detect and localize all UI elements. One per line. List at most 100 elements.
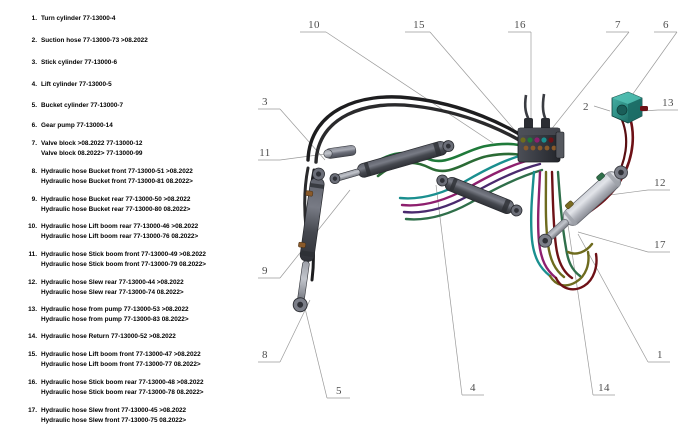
legend-line: Valve block >08.2022 77-13000-12	[41, 140, 143, 147]
legend-item-label: Hydraulic hose Stick boom rear 77-13000-…	[41, 378, 204, 397]
legend-item-number: 7.	[31, 140, 37, 147]
stick-boom-cylinder[interactable]	[435, 172, 525, 219]
callout-10[interactable]: 10	[308, 19, 320, 31]
legend-line: Hydraulic hose Bucket front 77-13000-51 …	[41, 168, 193, 175]
callout-12[interactable]: 12	[654, 177, 666, 189]
legend-item-label: Hydraulic hose from pump 77-13000-53 >08…	[41, 305, 189, 324]
hose-darkred-down	[550, 170, 574, 280]
legend-item[interactable]: 8. Hydraulic hose Bucket front 77-13000-…	[18, 167, 250, 186]
callout-3[interactable]: 3	[262, 96, 268, 108]
callout-13[interactable]: 13	[662, 97, 674, 109]
legend-line: Lift cylinder 77-13000-5	[41, 81, 112, 88]
gear-pump-side-face	[628, 98, 642, 123]
callout-1[interactable]: 1	[657, 349, 663, 361]
callout-17[interactable]: 17	[654, 239, 666, 251]
legend-line: Bucket cylinder 77-13000-7	[41, 102, 124, 109]
leader-lines	[258, 31, 678, 399]
callout-14[interactable]: 14	[598, 382, 610, 394]
leader-line-7b	[549, 31, 630, 132]
legend-item-number: 15.	[28, 351, 37, 358]
callout-4[interactable]: 4	[470, 382, 476, 394]
legend-item[interactable]: 9. Hydraulic hose Bucket rear 77-13000-5…	[18, 195, 250, 214]
turn-cylinder-port-rear	[565, 200, 574, 209]
callout-15[interactable]: 15	[413, 19, 425, 31]
legend-item[interactable]: 16. Hydraulic hose Stick boom rear 77-13…	[18, 378, 250, 397]
hose-upper-inner	[314, 103, 534, 164]
legend-item[interactable]: 6. Gear pump 77-13000-14	[18, 121, 250, 131]
legend-line: Hydraulic hose Bucket front 77-13000-81 …	[41, 177, 193, 185]
callout-11[interactable]: 11	[259, 147, 270, 159]
legend-line: Hydraulic hose Lift boom front 77-13000-…	[41, 351, 201, 358]
legend-item[interactable]: 11. Hydraulic hose Stick boom front 77-1…	[18, 250, 250, 269]
legend-line: Hydraulic hose from pump 77-13000-83 08.…	[41, 315, 189, 323]
turn-cylinder[interactable]	[532, 158, 632, 251]
legend-line: Hydraulic hose Bucket rear 77-13000-80 0…	[41, 205, 191, 213]
valve-lever-boot-right	[541, 118, 550, 130]
valve-lever-left	[523, 94, 531, 121]
valve-block-top-face	[518, 128, 560, 135]
legend-item-label: Hydraulic hose Lift boom front 77-13000-…	[41, 350, 201, 369]
legend-line: Suction hose 77-13000-73 >08.2022	[41, 37, 148, 44]
leader-line-14b	[567, 224, 594, 396]
hose-darkred-loop	[554, 252, 598, 291]
legend-item-number: 14.	[28, 333, 37, 340]
legend-item[interactable]: 17. Hydraulic hose Slew front 77-13000-4…	[18, 406, 250, 425]
stick-cylinder[interactable]	[323, 145, 357, 159]
legend-item[interactable]: 13. Hydraulic hose from pump 77-13000-53…	[18, 305, 250, 324]
legend-item-number: 8.	[31, 168, 37, 175]
callout-9[interactable]: 9	[262, 265, 268, 277]
valve-block[interactable]	[517, 93, 565, 163]
leader-line-17b	[577, 231, 649, 253]
legend-line: Hydraulic hose Stick boom rear 77-13000-…	[41, 379, 204, 386]
legend-item[interactable]: 12. Hydraulic hose Slew rear 77-13000-44…	[18, 278, 250, 297]
legend-item-number: 9.	[31, 196, 37, 203]
callout-5[interactable]: 5	[336, 385, 342, 397]
legend-line: Hydraulic hose Slew rear 77-13000-44 >08…	[41, 279, 184, 286]
gear-pump[interactable]	[611, 91, 648, 124]
valve-lever-boot-left	[524, 118, 533, 130]
hose-teal-down	[529, 170, 552, 278]
legend-item-number: 6.	[31, 122, 37, 129]
legend-item-label: Hydraulic hose Bucket front 77-13000-51 …	[41, 167, 193, 186]
legend-item-number: 2.	[31, 37, 37, 44]
legend-item[interactable]: 10. Hydraulic hose Lift boom rear 77-130…	[18, 222, 250, 241]
legend-item[interactable]: 14. Hydraulic hose Return 77-13000-52 >0…	[18, 332, 250, 342]
legend-item[interactable]: 15. Hydraulic hose Lift boom front 77-13…	[18, 350, 250, 369]
callout-16[interactable]: 16	[514, 19, 526, 31]
legend-item-label: Hydraulic hose Slew rear 77-13000-44 >08…	[41, 278, 184, 297]
bucket-cylinder[interactable]	[289, 167, 326, 313]
lift-cylinder[interactable]	[328, 138, 455, 187]
legend-line: Hydraulic hose Slew front 77-13000-75 08…	[41, 416, 187, 424]
callout-7[interactable]: 7	[615, 19, 621, 31]
legend-item[interactable]: 3. Stick cylinder 77-13000-6	[18, 58, 250, 68]
parts-legend: 1. Turn cylinder 77-13000-4 2. Suction h…	[0, 0, 250, 436]
legend-line: Turn cylinder 77-13000-4	[41, 15, 116, 22]
callout-6[interactable]: 6	[663, 19, 669, 31]
legend-item-label: Gear pump 77-13000-14	[41, 121, 113, 131]
legend-line: Hydraulic hose Bucket rear 77-13000-50 >…	[41, 196, 191, 203]
callout-2[interactable]: 2	[583, 101, 589, 113]
valve-lever-right	[541, 93, 548, 121]
gear-pump-top-face	[612, 92, 642, 104]
legend-line: Hydraulic hose Slew front 77-13000-45 >0…	[41, 407, 187, 414]
legend-item[interactable]: 5. Bucket cylinder 77-13000-7	[18, 101, 250, 111]
legend-item[interactable]: 7. Valve block >08.2022 77-13000-12 Valv…	[18, 139, 250, 158]
legend-item-label: Hydraulic hose Bucket rear 77-13000-50 >…	[41, 195, 190, 214]
legend-item[interactable]: 2. Suction hose 77-13000-73 >08.2022	[18, 36, 250, 46]
legend-item-number: 4.	[31, 81, 37, 88]
legend-line: Hydraulic hose Stick boom rear 77-13000-…	[41, 388, 204, 396]
legend-item[interactable]: 4. Lift cylinder 77-13000-5	[18, 80, 250, 90]
hose-upper-outer	[306, 95, 534, 162]
legend-item-number: 13.	[28, 306, 37, 313]
hose-olive-turn	[566, 242, 594, 255]
callout-8[interactable]: 8	[262, 349, 268, 361]
legend-item[interactable]: 1. Turn cylinder 77-13000-4	[18, 14, 250, 24]
legend-item-number: 5.	[31, 102, 37, 109]
leader-line-10b	[325, 31, 494, 144]
gear-pump-shaft	[616, 104, 628, 116]
legend-item-number: 1.	[31, 15, 37, 22]
legend-line: Hydraulic hose from pump 77-13000-53 >08…	[41, 306, 189, 313]
legend-line: Hydraulic hose Lift boom rear 77-13000-4…	[41, 223, 199, 230]
legend-line: Hydraulic hose Lift boom front 77-13000-…	[41, 360, 201, 368]
legend-line: Hydraulic hose Slew rear 77-13000-74 08.…	[41, 288, 184, 296]
